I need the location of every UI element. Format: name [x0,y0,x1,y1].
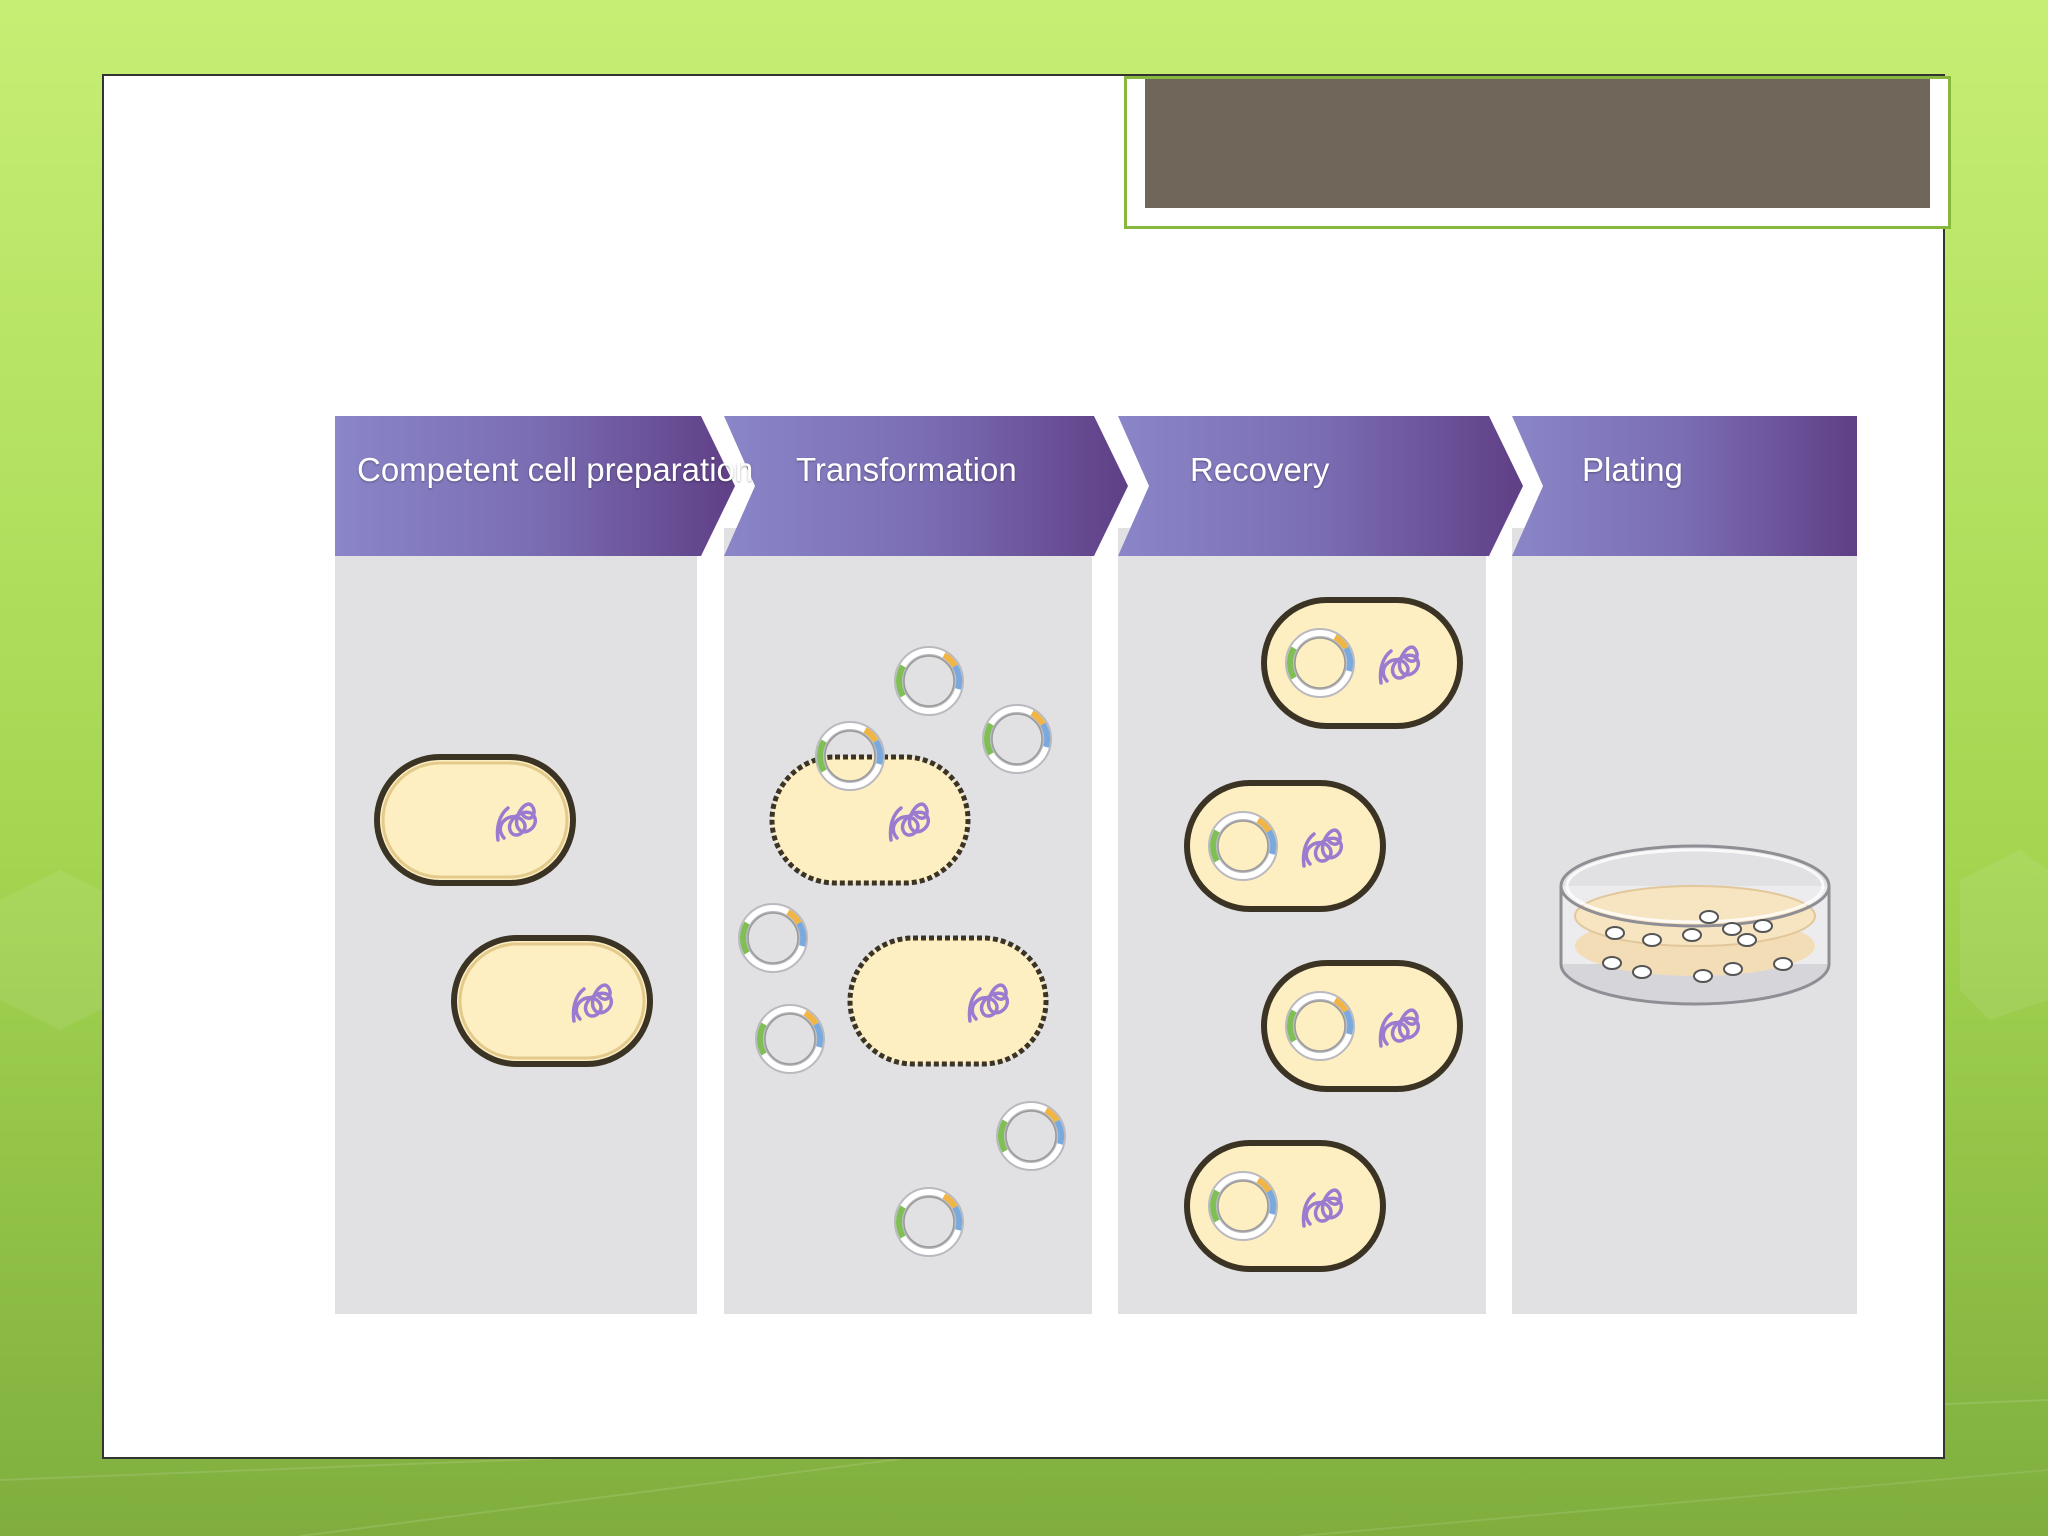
stage-label-transformation: Transformation [796,451,1017,488]
transformed-cell-4 [1184,1140,1386,1272]
competent-cell-1 [374,754,576,886]
transformation-workflow-diagram: Competent cell preparation Transformatio… [335,416,1857,1319]
slide-canvas: Competent cell preparation Transformatio… [102,74,1951,1459]
stage-label-recovery: Recovery [1190,451,1330,488]
stage-label-competent-cell-preparation: Competent cell preparation [357,451,754,488]
competent-cell-2 [451,935,653,1067]
transformed-cell-3 [1261,960,1463,1092]
petri-dish-icon [1559,844,1831,1006]
stage-label-plating: Plating [1582,451,1683,488]
permeable-cell-1 [769,754,971,886]
title-placeholder [1124,76,1951,229]
transformed-cell-1 [1261,597,1463,729]
stage-header-bar [335,416,1857,556]
permeable-cell-2 [847,935,1049,1067]
transformed-cell-2 [1184,780,1386,912]
panel-competent-cells [335,528,697,1314]
title-bar [1145,79,1930,208]
